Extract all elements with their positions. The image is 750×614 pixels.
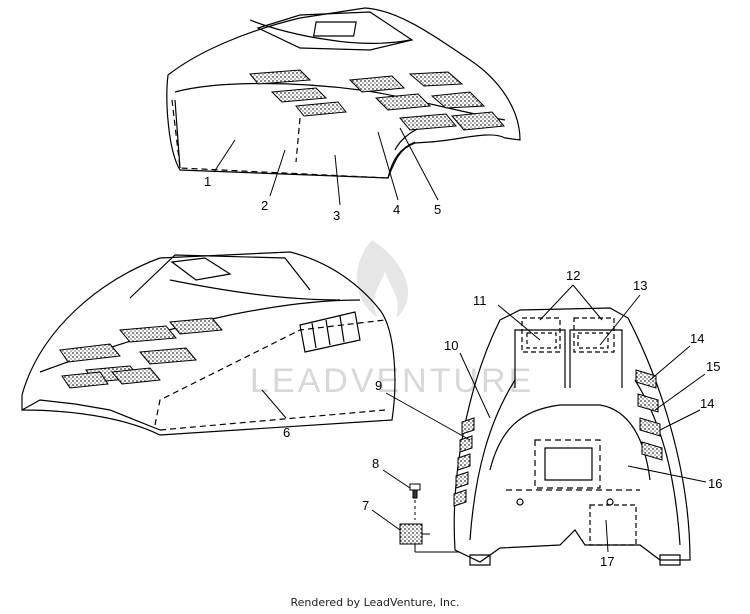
callout-13: 13 (633, 278, 647, 293)
callout-10: 10 (444, 338, 458, 353)
footer-credit: Rendered by LeadVenture, Inc. (290, 596, 460, 609)
vent-filter (399, 523, 460, 553)
watermark: LEADVENTURE (250, 240, 534, 400)
callout-17: 17 (600, 554, 614, 569)
callout-12: 12 (566, 268, 580, 283)
callout-6: 6 (283, 425, 290, 440)
flame-logo-icon (356, 240, 409, 318)
hood-top-vents (249, 69, 506, 131)
watermark-text: LEADVENTURE (250, 362, 534, 400)
callout-1: 1 (204, 174, 211, 189)
callout-15: 15 (706, 359, 720, 374)
callout-3: 3 (333, 208, 340, 223)
leader-line-6 (261, 389, 287, 419)
callout-14-upper: 14 (690, 331, 704, 346)
callout-8: 8 (372, 456, 379, 471)
hood-underside-view (453, 307, 691, 566)
hood-side-vents (59, 317, 223, 389)
leader-lines-underside (371, 284, 707, 553)
callout-11: 11 (473, 293, 487, 308)
leader-lines-top (213, 127, 439, 206)
callout-4: 4 (393, 202, 400, 217)
callout-16: 16 (708, 476, 722, 491)
callout-9: 9 (375, 378, 382, 393)
hood-side-view (21, 251, 396, 436)
callout-7: 7 (362, 498, 369, 513)
fastener-screw (409, 483, 421, 520)
hood-underside-side-vents (453, 369, 663, 507)
hood-top-view (166, 7, 521, 179)
callout-14-lower: 14 (700, 396, 714, 411)
callout-5: 5 (434, 202, 441, 217)
callout-2: 2 (261, 198, 268, 213)
